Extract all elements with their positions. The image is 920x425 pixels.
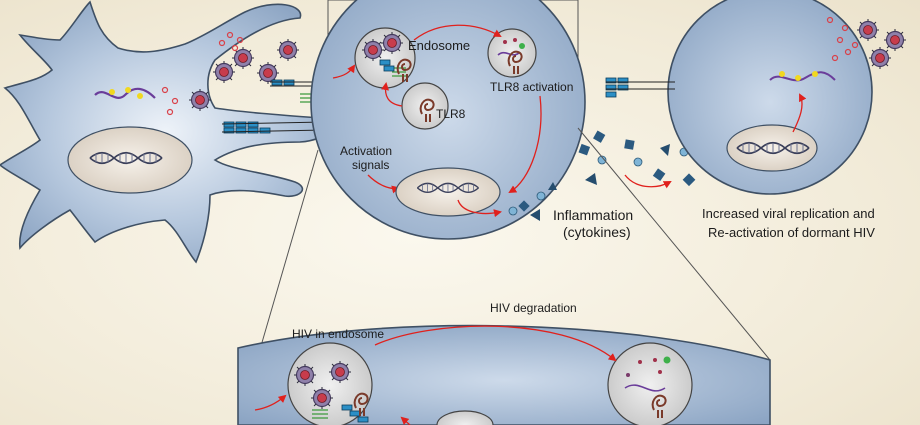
hiv-degradation-label: HIV degradation	[490, 301, 577, 315]
endosome-label: Endosome	[408, 38, 470, 53]
cytokine-square-icon	[578, 143, 591, 156]
dendritic-cell	[0, 0, 332, 264]
central-cell: Endosome TLR8 activation TLR8 Activation…	[310, 0, 586, 240]
cytokine-circle-icon	[597, 155, 607, 165]
cytokines-label: (cytokines)	[563, 224, 631, 240]
replication-label-2: Re-activation of dormant HIV	[708, 225, 875, 240]
activation-signals-label-2: signals	[352, 158, 389, 172]
cytokines	[508, 130, 696, 221]
activation-signals-label-1: Activation	[340, 144, 392, 158]
replication-label-1: Increased viral replication and	[702, 206, 875, 221]
tlr8-activation-label: TLR8 activation	[490, 80, 573, 94]
tlr8-label: TLR8	[436, 107, 466, 121]
hiv-in-endosome-label: HIV in endosome	[292, 327, 384, 341]
virus-icon	[188, 88, 212, 112]
zoomed-panel: HIV in endosome HIV degradation	[237, 301, 771, 425]
viral-rna	[94, 87, 156, 99]
dc-nucleus	[67, 126, 193, 194]
infected-t-cell	[605, 0, 907, 195]
cytokine-triangle-icon	[548, 182, 557, 190]
inflammation-label: Inflammation	[553, 207, 633, 223]
